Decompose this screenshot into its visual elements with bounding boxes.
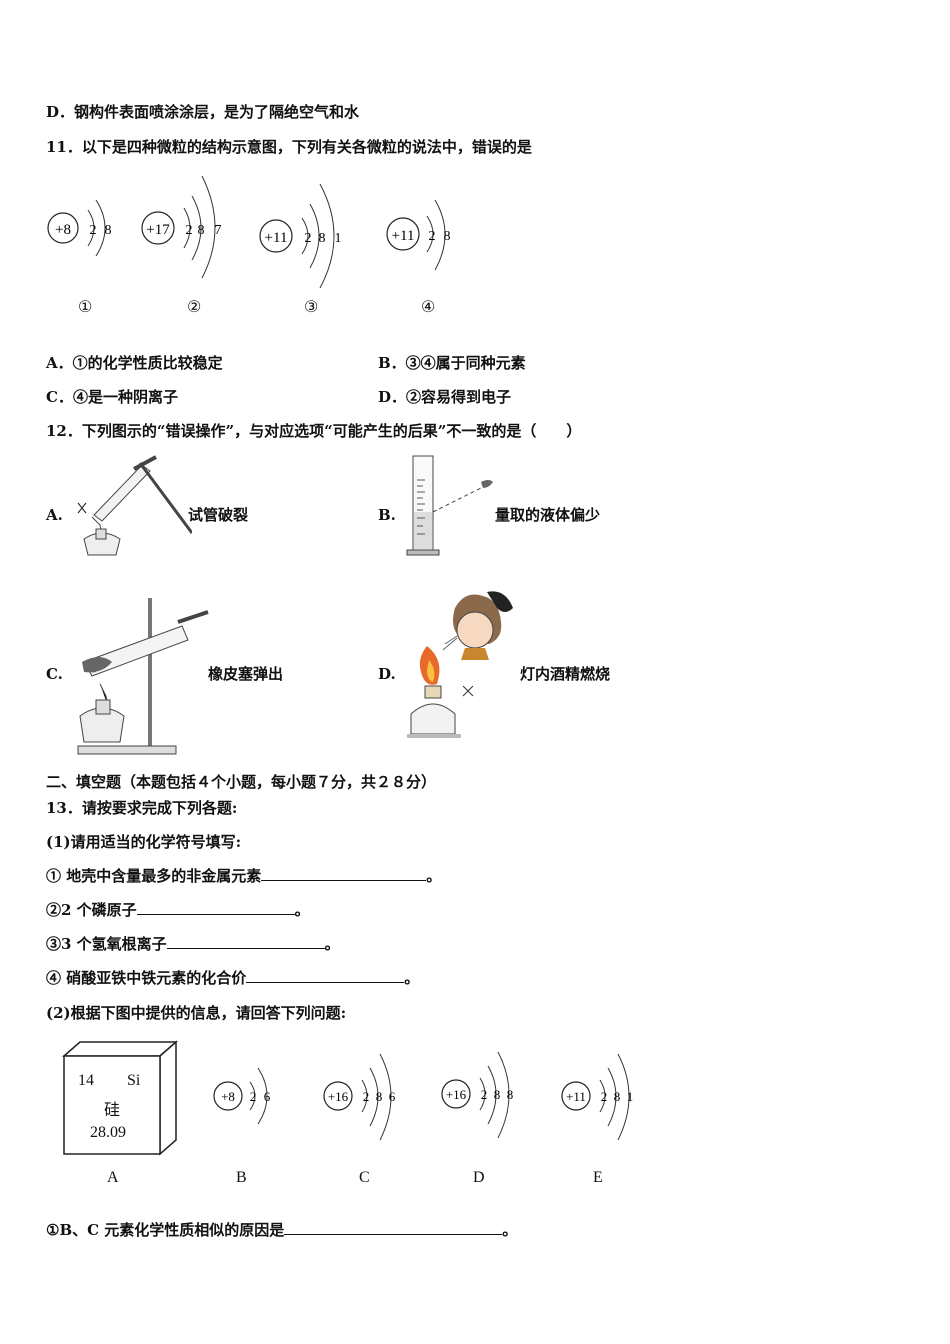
- q12-option-d-letter: D.: [378, 665, 396, 683]
- q11-option-d: D．②容易得到电子: [378, 388, 512, 406]
- atom-label-4: ④: [421, 299, 436, 316]
- diagram-label-e: E: [593, 1169, 603, 1186]
- svg-text:2: 2: [363, 1089, 370, 1104]
- svg-text:+11: +11: [566, 1089, 586, 1104]
- q13-part2-question-1: ①B、C 元素化学性质相似的原因是。: [46, 1220, 518, 1239]
- answer-blank-1[interactable]: [261, 866, 427, 881]
- q13-part2-question-1-text: ①B、C 元素化学性质相似的原因是: [46, 1221, 285, 1239]
- q13-part1-item-1-text: ① 地壳中含量最多的非金属元素: [46, 867, 262, 885]
- answer-blank-3[interactable]: [166, 934, 325, 949]
- q13-part1-item-3: ③3 个氢氧根离子。: [46, 934, 340, 953]
- svg-text:2: 2: [305, 231, 312, 246]
- svg-text:2: 2: [429, 229, 436, 244]
- atom-diagram-1: +8 2 8: [46, 180, 136, 274]
- q13-part1-item-2-text: ②2 个磷原子: [46, 901, 137, 919]
- diagram-label-d: D: [473, 1169, 485, 1186]
- svg-text:1: 1: [335, 231, 342, 246]
- q13-part1-item-4-text: ④ 硝酸亚铁中铁元素的化合价: [46, 969, 247, 987]
- atom-label-3: ③: [304, 299, 319, 316]
- svg-text:+8: +8: [221, 1089, 235, 1104]
- svg-text:+16: +16: [446, 1087, 467, 1102]
- atom-diagram-c: +16 2 8 6: [322, 1050, 412, 1150]
- atom-diagram-2: +17 2 8 7: [140, 172, 240, 286]
- q12-option-c-consequence: 橡皮塞弹出: [208, 665, 284, 683]
- svg-text:8: 8: [494, 1087, 501, 1102]
- q13-stem: 13．请按要求完成下列各题:: [46, 799, 238, 817]
- atom-diagram-e: +11 2 8 1: [560, 1050, 650, 1150]
- svg-text:+17: +17: [146, 222, 170, 238]
- atom-diagram-3: +11 2 8 1: [258, 178, 358, 292]
- heating-test-tube-illustration: [72, 455, 194, 564]
- q11-option-b: B．③④属于同种元素: [378, 354, 526, 372]
- atom-diagram-b: +8 2 6: [208, 1058, 288, 1142]
- svg-text:+8: +8: [55, 222, 71, 238]
- q13-part1-intro: (1)请用适当的化学符号填写:: [46, 833, 242, 851]
- svg-text:8: 8: [507, 1087, 514, 1102]
- diagram-label-a: A: [107, 1169, 119, 1186]
- q10-option-d: D．钢构件表面喷涂涂层，是为了隔绝空气和水: [46, 103, 360, 121]
- svg-text:8: 8: [319, 231, 326, 246]
- periodic-element-card-silicon: [62, 1040, 182, 1160]
- atom-label-1: ①: [78, 299, 93, 316]
- svg-text:2: 2: [186, 223, 193, 238]
- svg-text:8: 8: [198, 223, 205, 238]
- svg-text:+11: +11: [392, 228, 415, 244]
- diagram-label-c: C: [359, 1169, 370, 1186]
- svg-text:7: 7: [215, 223, 222, 238]
- q13-part1-item-2: ②2 个磷原子。: [46, 900, 310, 919]
- q13-part2-intro: (2)根据下图中提供的信息，请回答下列问题:: [46, 1004, 347, 1022]
- diagram-label-b: B: [236, 1169, 247, 1186]
- blowing-out-alcohol-lamp-illustration: [405, 588, 525, 762]
- q13-part1-item-4: ④ 硝酸亚铁中铁元素的化合价。: [46, 968, 420, 987]
- answer-blank-2[interactable]: [136, 900, 295, 915]
- svg-text:8: 8: [614, 1089, 621, 1104]
- svg-text:8: 8: [376, 1089, 383, 1104]
- svg-text:+11: +11: [265, 230, 288, 246]
- answer-blank-4[interactable]: [246, 968, 405, 983]
- svg-text:1: 1: [627, 1089, 634, 1104]
- svg-text:8: 8: [105, 223, 112, 238]
- q13-part1-item-1: ① 地壳中含量最多的非金属元素。: [46, 866, 442, 885]
- q12-stem: 12．下列图示的“错误操作”，与对应选项“可能产生的后果”不一致的是（ ）: [46, 422, 582, 440]
- q11-option-c: C．④是一种阴离子: [46, 388, 178, 406]
- atom-diagram-4: +11 2 8: [385, 190, 475, 284]
- element-atomic-mass: 28.09: [90, 1124, 126, 1141]
- q13-part1-item-3-text: ③3 个氢氧根离子: [46, 935, 167, 953]
- q12-option-a-consequence: 试管破裂: [188, 506, 249, 524]
- svg-text:6: 6: [389, 1089, 396, 1104]
- svg-text:2: 2: [601, 1089, 608, 1104]
- svg-text:2: 2: [90, 223, 97, 238]
- atom-diagram-d: +16 2 8 8: [440, 1048, 530, 1148]
- iron-stand-heating-illustration: [72, 596, 212, 760]
- section-heading-fill-in: 二、填空题（本题包括４个小题，每小题７分，共２８分）: [46, 773, 437, 791]
- svg-text:2: 2: [481, 1087, 488, 1102]
- svg-text:6: 6: [264, 1089, 271, 1104]
- element-atomic-number: 14: [78, 1072, 94, 1089]
- svg-text:+16: +16: [328, 1089, 349, 1104]
- element-symbol: Si: [127, 1072, 141, 1089]
- answer-blank-5[interactable]: [284, 1220, 503, 1235]
- q12-option-a-letter: A.: [46, 506, 63, 524]
- q12-option-b-consequence: 量取的液体偏少: [495, 506, 601, 524]
- q11-option-a: A．①的化学性质比较稳定: [46, 354, 223, 372]
- q11-stem: 11．以下是四种微粒的结构示意图，下列有关各微粒的说法中，错误的是: [46, 138, 532, 156]
- svg-text:8: 8: [444, 229, 451, 244]
- q12-option-c-letter: C.: [46, 665, 63, 683]
- q12-option-d-consequence: 灯内酒精燃烧: [520, 665, 611, 683]
- svg-text:2: 2: [250, 1089, 257, 1104]
- graduated-cylinder-illustration: [405, 452, 505, 564]
- element-name: 硅: [104, 1102, 121, 1119]
- q12-option-b-letter: B.: [378, 506, 396, 524]
- atom-label-2: ②: [187, 299, 202, 316]
